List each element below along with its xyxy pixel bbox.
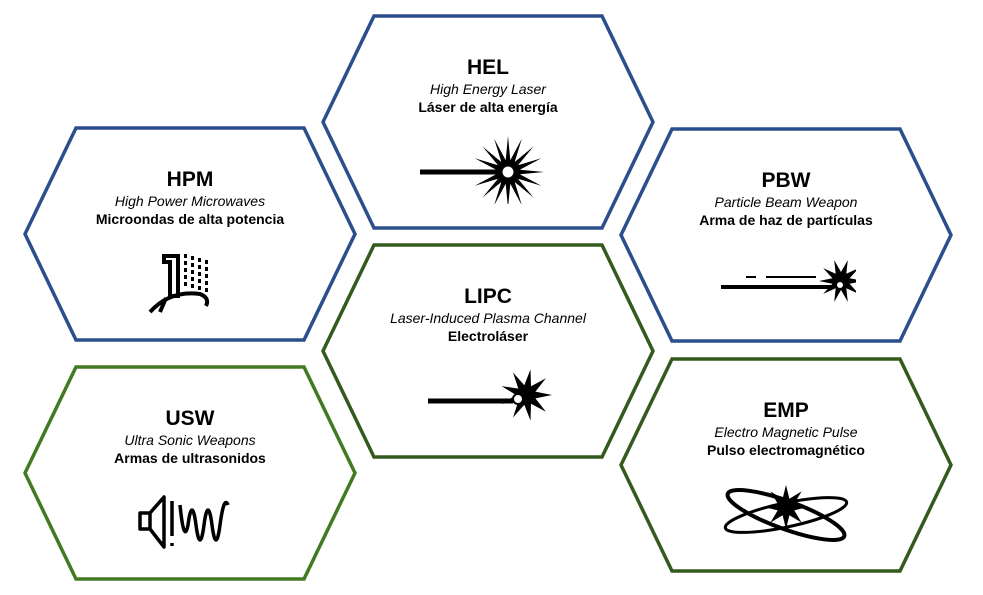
- spanish-name: Arma de haz de partículas: [699, 212, 873, 228]
- spanish-name: Láser de alta energía: [418, 99, 558, 115]
- spanish-name: Microondas de alta potencia: [95, 211, 285, 227]
- emp-orbit-icon: [723, 485, 849, 542]
- hexagon-pbw: PBW Particle Beam Weapon Arma de haz de …: [618, 127, 954, 343]
- plasma-channel-icon: [428, 369, 552, 421]
- hexagon-lipc: LIPC Laser-Induced Plasma Channel Electr…: [320, 243, 656, 459]
- hexagon-usw: USW Ultra Sonic Weapons Armas de ultraso…: [22, 365, 358, 581]
- english-name: High Power Microwaves: [114, 193, 266, 209]
- english-name: Particle Beam Weapon: [714, 194, 858, 210]
- hexagon-border: [23, 126, 357, 342]
- speaker-wave-icon: [138, 495, 230, 549]
- spanish-name: Armas de ultrasonidos: [114, 450, 266, 466]
- abbreviation: LIPC: [464, 285, 512, 308]
- english-name: Ultra Sonic Weapons: [124, 432, 256, 448]
- english-name: High Energy Laser: [430, 81, 546, 97]
- particle-beam-icon: [721, 260, 856, 302]
- abbreviation: EMP: [763, 399, 809, 422]
- spanish-name: Pulso electromagnético: [707, 442, 865, 458]
- abbreviation: PBW: [761, 169, 811, 192]
- english-name: Electro Magnetic Pulse: [714, 424, 858, 440]
- hexagon-border: [619, 127, 953, 343]
- english-name: Laser-Induced Plasma Channel: [390, 310, 586, 326]
- abbreviation: USW: [165, 407, 215, 430]
- hexagon-border: [321, 14, 655, 230]
- hexagon-border: [23, 365, 357, 581]
- laser-burst-icon: [420, 136, 544, 204]
- hexagon-border: [619, 357, 953, 573]
- hexagon-hpm: HPM High Power Microwaves Microondas de …: [22, 126, 358, 342]
- hexagon-hel: HEL High Energy Laser Láser de alta ener…: [320, 14, 656, 230]
- abbreviation: HPM: [166, 168, 214, 191]
- spanish-name: Electroláser: [447, 328, 529, 344]
- hexagon-border: [321, 243, 655, 459]
- hexagon-emp: EMP Electro Magnetic Pulse Pulso electro…: [618, 357, 954, 573]
- abbreviation: HEL: [467, 56, 509, 79]
- microwave-emitter-icon: [148, 254, 210, 314]
